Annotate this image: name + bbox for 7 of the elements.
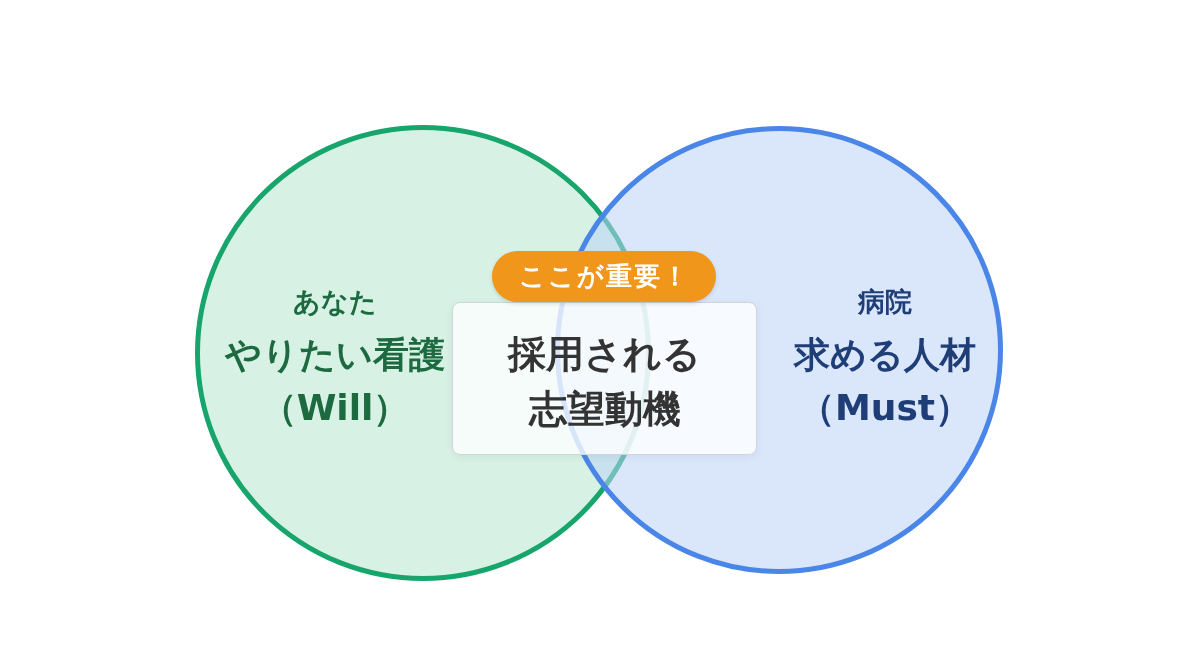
result-card xyxy=(452,302,757,455)
circle-heading: あなた xyxy=(292,285,378,319)
highlight-badge: ここが重要！ xyxy=(492,251,716,302)
card-title: 採用される志望動機 xyxy=(506,331,702,433)
circle-heading: 病院 xyxy=(857,285,913,319)
circle-label: 求める人材（Must） xyxy=(792,333,977,430)
circle-label: やりたい看護（Will） xyxy=(224,333,446,430)
